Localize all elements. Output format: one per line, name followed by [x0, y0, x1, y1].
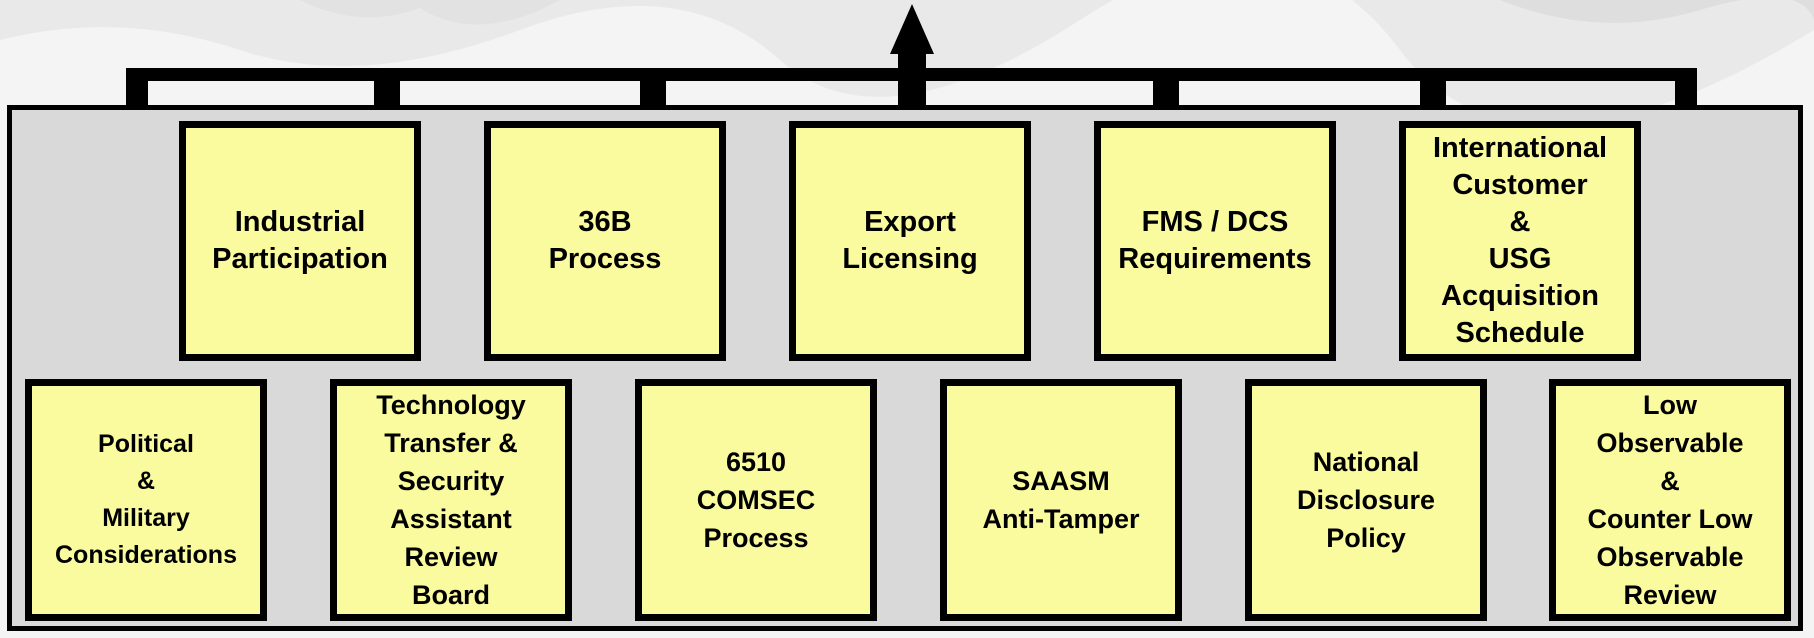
- box-low-observable-review: Low Observable & Counter Low Observable …: [1549, 379, 1791, 621]
- box-export-licensing: Export Licensing: [789, 121, 1031, 361]
- drop-connector-4: [1420, 68, 1446, 110]
- box-label: Export Licensing: [842, 206, 978, 275]
- box-national-disclosure-policy: National Disclosure Policy: [1245, 379, 1487, 621]
- box-label: SAASM Anti-Tamper: [982, 466, 1140, 534]
- box-6510-comsec-process: 6510 COMSEC Process: [635, 379, 877, 621]
- up-arrow-icon: [890, 4, 934, 54]
- box-label: Industrial Participation: [212, 206, 388, 275]
- box-label: 6510 COMSEC Process: [696, 447, 816, 553]
- box-political-military-considerations: Political & Military Considerations: [25, 379, 267, 621]
- drop-connector-2: [640, 68, 666, 110]
- box-label: International Customer & USG Acquisition…: [1432, 132, 1607, 349]
- box-label: Technology Transfer & Security Assistant…: [376, 390, 526, 610]
- box-label: Political & Military Considerations: [55, 430, 237, 569]
- box-label: Low Observable & Counter Low Observable …: [1587, 390, 1753, 610]
- bracket-left-post: [126, 68, 148, 110]
- box-label: 36B Process: [548, 206, 662, 275]
- drop-connector-3: [1153, 68, 1179, 110]
- arrow-shaft: [898, 48, 926, 110]
- drop-connector-1: [374, 68, 400, 110]
- box-industrial-participation: Industrial Participation: [179, 121, 421, 361]
- box-label: National Disclosure Policy: [1296, 447, 1436, 553]
- box-international-customer-schedule: International Customer & USG Acquisition…: [1399, 121, 1641, 361]
- box-36b-process: 36B Process: [484, 121, 726, 361]
- box-technology-transfer-review-board: Technology Transfer & Security Assistant…: [330, 379, 572, 621]
- box-label: FMS / DCS Requirements: [1118, 206, 1312, 275]
- box-saasm-anti-tamper: SAASM Anti-Tamper: [940, 379, 1182, 621]
- bracket-right-post: [1675, 68, 1697, 110]
- box-fms-dcs-requirements: FMS / DCS Requirements: [1094, 121, 1336, 361]
